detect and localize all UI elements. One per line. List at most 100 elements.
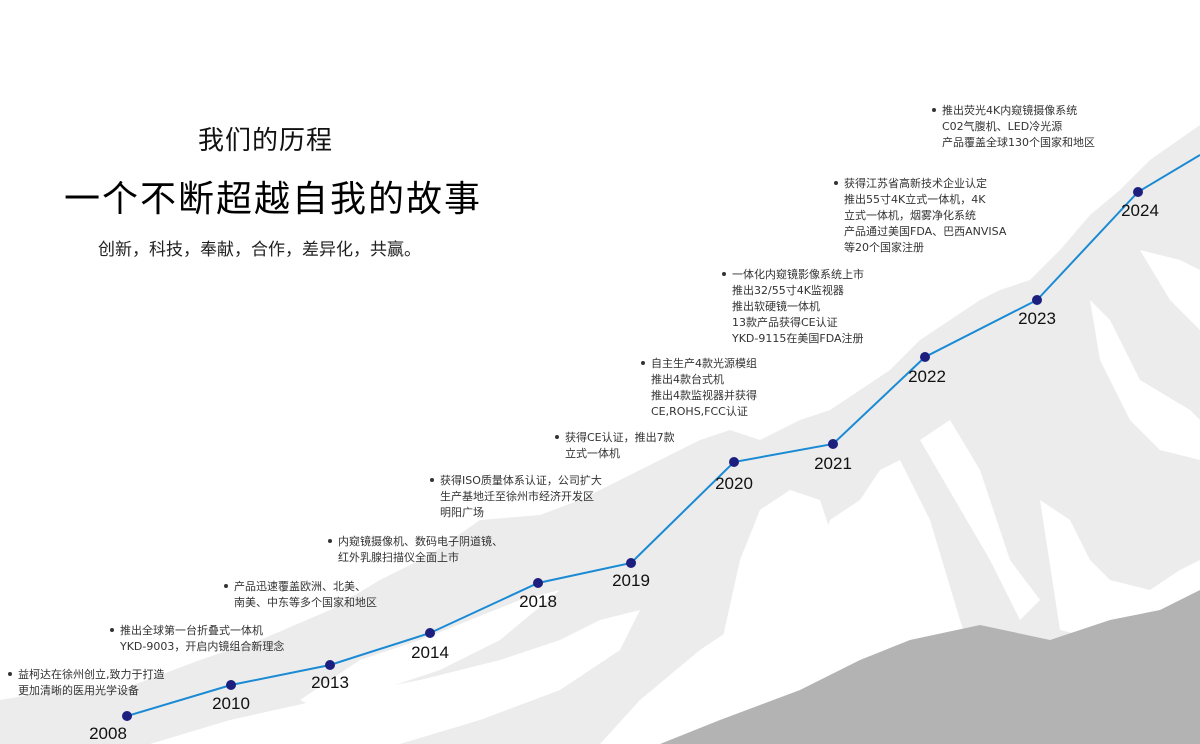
milestone-year-2008: 2008 xyxy=(89,724,127,743)
note-text: 推出荧光4K内窥镜摄像系统 xyxy=(942,104,1078,117)
note-text: 产品覆盖全球130个国家和地区 xyxy=(942,136,1095,149)
milestone-note-2008: 益柯达在徐州创立,致力于打造更加清晰的医用光学设备 xyxy=(8,667,165,699)
note-line: 推出4款监视器并获得 xyxy=(641,388,757,404)
hero-title: 一个不断超越自我的故事 xyxy=(64,179,483,220)
bullet-icon xyxy=(555,435,559,439)
note-line: 获得CE认证，推出7款 xyxy=(555,430,675,446)
note-text: 产品通过美国FDA、巴西ANVISA xyxy=(844,225,1007,238)
bullet-icon xyxy=(110,628,114,632)
note-text: 生产基地迁至徐州市经济开发区 xyxy=(440,490,594,503)
milestone-dot-2020 xyxy=(729,457,739,467)
note-line: 获得ISO质量体系认证，公司扩大 xyxy=(430,473,602,489)
note-text: 自主生产4款光源模组 xyxy=(651,357,757,370)
note-line: 自主生产4款光源模组 xyxy=(641,356,757,372)
milestone-note-2019: 获得CE认证，推出7款立式一体机 xyxy=(555,430,675,462)
hero-tagline: 创新，科技，奉献，合作，差异化，共赢。 xyxy=(98,240,421,260)
note-line: 产品通过美国FDA、巴西ANVISA xyxy=(834,224,1006,240)
bullet-icon xyxy=(430,478,434,482)
note-text: 推出软硬镜一体机 xyxy=(732,300,820,313)
mountain-dark xyxy=(660,590,1200,744)
milestone-dot-2008 xyxy=(122,711,132,721)
milestone-dot-2022 xyxy=(920,352,930,362)
note-text: 更加清晰的医用光学设备 xyxy=(18,684,139,697)
note-line: 推出4款台式机 xyxy=(641,372,757,388)
note-text: 明阳广场 xyxy=(440,506,484,519)
note-line: CE,ROHS,FCC认证 xyxy=(641,404,757,420)
milestone-note-2018: 获得ISO质量体系认证，公司扩大生产基地迁至徐州市经济开发区明阳广场 xyxy=(430,473,602,521)
note-text: 益柯达在徐州创立,致力于打造 xyxy=(18,668,165,681)
note-line: YKD-9003，开启内镜组合新理念 xyxy=(110,639,284,655)
note-text: 内窥镜摄像机、数码电子阴道镜、 xyxy=(338,535,503,548)
milestone-year-2013: 2013 xyxy=(311,673,349,692)
milestone-year-2014: 2014 xyxy=(411,643,449,662)
milestone-dot-2021 xyxy=(828,439,838,449)
milestone-dot-2024 xyxy=(1133,187,1143,197)
milestone-dot-2023 xyxy=(1032,295,1042,305)
note-line: 产品迅速覆盖欧洲、北美、 xyxy=(224,579,377,595)
note-text: YKD-9003，开启内镜组合新理念 xyxy=(120,640,285,653)
bullet-icon xyxy=(8,672,12,676)
milestone-year-2018: 2018 xyxy=(519,592,557,611)
milestone-note-2021: 一体化内窥镜影像系统上市推出32/55寸4K监视器推出软硬镜一体机 13款产品获得… xyxy=(722,267,864,347)
milestone-dot-2018 xyxy=(533,578,543,588)
bullet-icon xyxy=(834,181,838,185)
milestone-note-2020: 自主生产4款光源模组推出4款台式机推出4款监视器并获得 CE,ROHS,FCC认证 xyxy=(641,356,757,420)
note-text: 立式一体机 xyxy=(565,447,620,460)
hero-subtitle: 我们的历程 xyxy=(198,126,334,156)
note-line: 益柯达在徐州创立,致力于打造 xyxy=(8,667,165,683)
note-text: 红外乳腺扫描仪全面上市 xyxy=(338,551,459,564)
milestone-note-2013: 产品迅速覆盖欧洲、北美、南美、中东等多个国家和地区 xyxy=(224,579,377,611)
note-text: 推出32/55寸4K监视器 xyxy=(732,284,844,297)
note-text: 推出4款台式机 xyxy=(651,373,724,386)
note-text: 南美、中东等多个国家和地区 xyxy=(234,596,377,609)
milestone-year-2010: 2010 xyxy=(212,694,250,713)
note-text: 等20个国家注册 xyxy=(844,241,924,254)
note-line: 推出全球第一台折叠式一体机 xyxy=(110,623,284,639)
note-text: 产品迅速覆盖欧洲、北美、 xyxy=(234,580,366,593)
note-text: 立式一体机，烟雾净化系统 xyxy=(844,209,976,222)
milestone-dot-2014 xyxy=(425,628,435,638)
bullet-icon xyxy=(224,584,228,588)
note-text: 13款产品获得CE认证 xyxy=(732,316,838,329)
milestone-year-2020: 2020 xyxy=(715,474,753,493)
note-text: 一体化内窥镜影像系统上市 xyxy=(732,268,864,281)
note-text: YKD-9115在美国FDA注册 xyxy=(732,332,864,345)
note-text: 推出全球第一台折叠式一体机 xyxy=(120,624,263,637)
milestone-dot-2019 xyxy=(626,558,636,568)
note-line: 立式一体机 xyxy=(555,446,675,462)
note-text: 推出4款监视器并获得 xyxy=(651,389,757,402)
note-line: C02气腹机、LED冷光源 xyxy=(932,119,1095,135)
note-line: 生产基地迁至徐州市经济开发区 xyxy=(430,489,602,505)
note-line: 推出荧光4K内窥镜摄像系统 xyxy=(932,103,1095,119)
note-line: 13款产品获得CE认证 xyxy=(722,315,864,331)
note-line: 内窥镜摄像机、数码电子阴道镜、 xyxy=(328,534,503,550)
bullet-icon xyxy=(328,539,332,543)
milestone-dot-2010 xyxy=(226,680,236,690)
note-line: 一体化内窥镜影像系统上市 xyxy=(722,267,864,283)
milestone-year-2021: 2021 xyxy=(814,454,852,473)
note-line: YKD-9115在美国FDA注册 xyxy=(722,331,864,347)
note-line: 推出55寸4K立式一体机，4K xyxy=(834,192,1006,208)
note-line: 产品覆盖全球130个国家和地区 xyxy=(932,135,1095,151)
note-text: CE,ROHS,FCC认证 xyxy=(651,405,748,418)
bullet-icon xyxy=(641,361,645,365)
note-line: 南美、中东等多个国家和地区 xyxy=(224,595,377,611)
note-line: 推出32/55寸4K监视器 xyxy=(722,283,864,299)
note-text: C02气腹机、LED冷光源 xyxy=(942,120,1063,133)
bullet-icon xyxy=(932,108,936,112)
milestone-year-2024: 2024 xyxy=(1121,201,1159,220)
milestone-year-2019: 2019 xyxy=(612,571,650,590)
milestone-dot-2013 xyxy=(325,660,335,670)
note-text: 获得江苏省高新技术企业认定 xyxy=(844,177,987,190)
note-text: 获得CE认证，推出7款 xyxy=(565,431,675,444)
note-line: 更加清晰的医用光学设备 xyxy=(8,683,165,699)
note-line: 明阳广场 xyxy=(430,505,602,521)
milestone-year-2022: 2022 xyxy=(908,367,946,386)
note-line: 等20个国家注册 xyxy=(834,240,1006,256)
bullet-icon xyxy=(722,272,726,276)
milestone-year-2023: 2023 xyxy=(1018,309,1056,328)
note-line: 获得江苏省高新技术企业认定 xyxy=(834,176,1006,192)
